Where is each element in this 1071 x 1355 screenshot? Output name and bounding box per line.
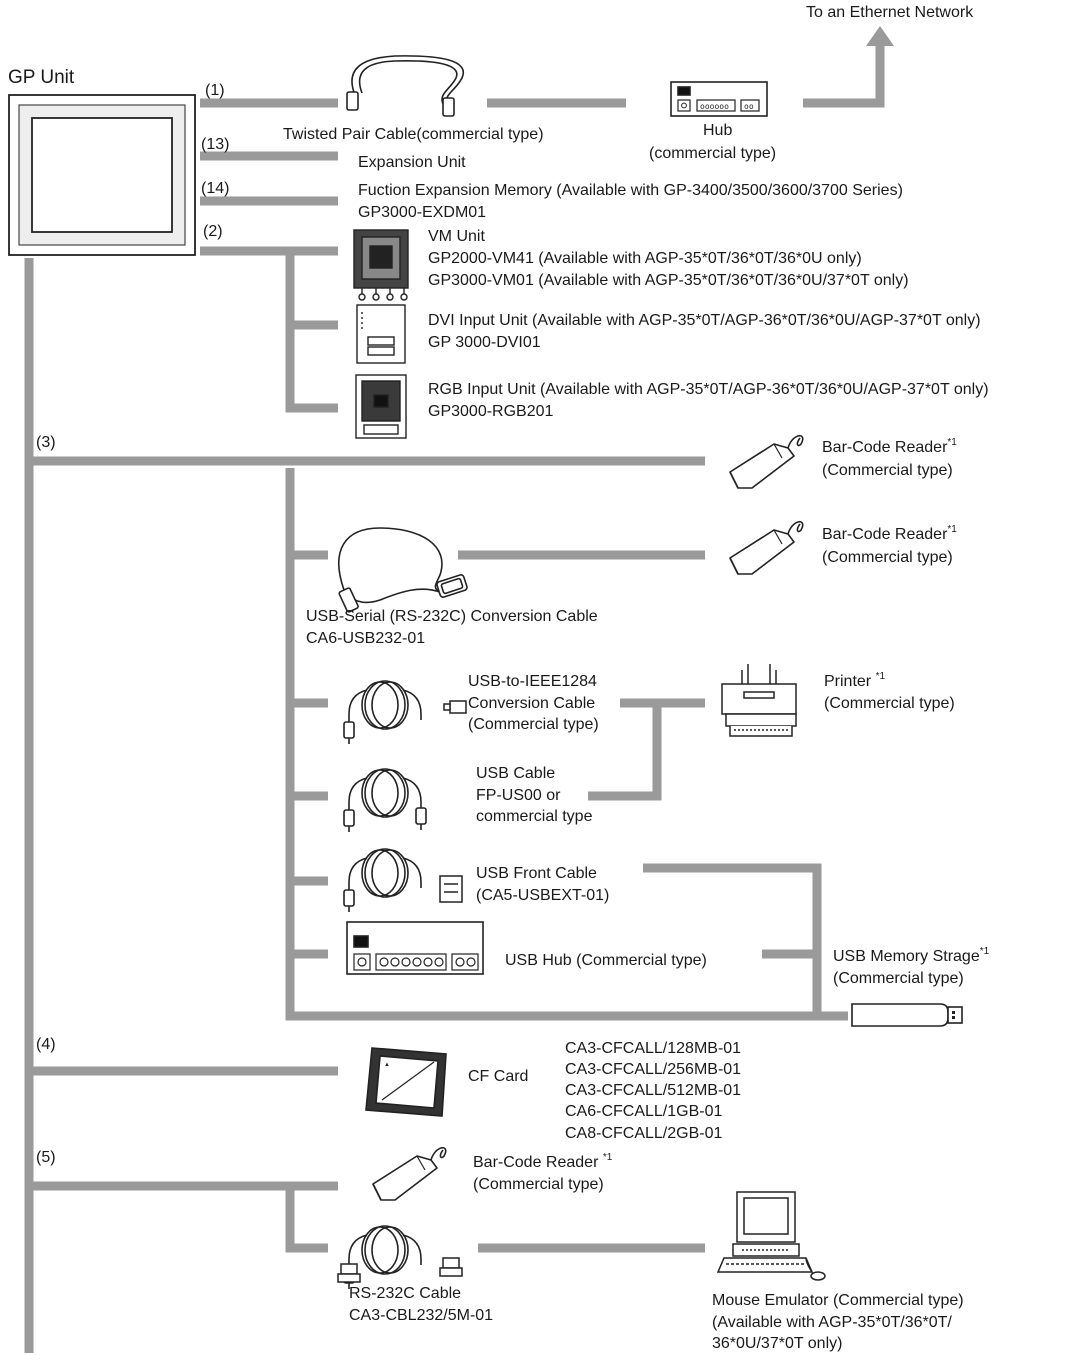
usb-cable-label: USB Cable <box>476 765 556 782</box>
expansion-unit-label: Expansion Unit <box>358 154 466 171</box>
ieee1284-label: USB-to-IEEE1284 <box>468 673 597 690</box>
bar-code-reader-type: (Commercial type) <box>822 462 953 479</box>
mouse-emulator-label: Mouse Emulator (Commercial type) <box>712 1292 964 1309</box>
bar-code-reader-type: (Commercial type) <box>473 1176 604 1193</box>
rs232c-connector-icon <box>337 1257 463 1283</box>
usb-memory-type-label: (Commercial type) <box>833 970 964 987</box>
ieee1284-type-label: (Commercial type) <box>468 716 599 733</box>
cf-model-label: CA3-CFCALL/512MB-01 <box>565 1082 742 1099</box>
ieee1284-cable-icon <box>343 680 422 745</box>
ethernet-label: To an Ethernet Network <box>806 4 974 21</box>
cf-card-icon: ▲ <box>365 1047 447 1117</box>
usb-front-cable-label: USB Front Cable <box>476 865 597 882</box>
ieee1284-connector-icon <box>443 700 467 714</box>
usb-memory-label: USB Memory Strage*1 <box>833 946 990 966</box>
hub-icon: oooooo oo <box>670 81 768 117</box>
bar-code-reader-icon <box>729 434 804 489</box>
printer-label: Printer *1 <box>824 671 886 691</box>
fem-model-label: GP3000-EXDM01 <box>358 204 487 221</box>
port-label: (2) <box>203 223 223 240</box>
usb-cable-model-label: FP-US00 or <box>476 787 561 804</box>
usb-memory-icon <box>851 1003 963 1027</box>
printer-icon <box>721 664 797 737</box>
bar-code-reader-label: Bar-Code Reader*1 <box>822 524 957 544</box>
twisted-pair-cable-icon <box>346 55 465 117</box>
cf-model-label: CA3-CFCALL/128MB-01 <box>565 1040 742 1057</box>
ethernet-arrow-icon <box>866 26 894 46</box>
bar-code-reader-label: Bar-Code Reader*1 <box>822 437 957 457</box>
usb-serial-label: USB-Serial (RS-232C) Conversion Cable <box>306 608 598 625</box>
usb-front-port-icon <box>439 875 463 903</box>
usb-hub-label: USB Hub (Commercial type) <box>505 952 707 969</box>
port-label: (4) <box>36 1036 56 1053</box>
twisted-pair-label: Twisted Pair Cable(commercial type) <box>283 126 544 143</box>
bar-code-reader-icon <box>729 520 804 575</box>
fem-label: Fuction Expansion Memory (Available with… <box>358 182 903 199</box>
dvi-unit-label: DVI Input Unit (Available with AGP-35*0T… <box>428 312 981 329</box>
hub-label: Hub <box>703 122 733 139</box>
rs232c-cable-label: RS-232C Cable <box>349 1285 462 1302</box>
vm-unit-icon <box>353 229 409 301</box>
port-label: (1) <box>205 82 225 99</box>
cf-model-label: CA3-CFCALL/256MB-01 <box>565 1061 742 1078</box>
cf-card-label: CF Card <box>468 1068 529 1085</box>
usb-cable-icon <box>343 768 422 833</box>
dvi-model-label: GP 3000-DVI01 <box>428 334 541 351</box>
ieee1284-label: Conversion Cable <box>468 695 596 712</box>
connector-lines <box>24 42 885 1353</box>
computer-icon <box>716 1191 826 1281</box>
bar-code-reader-icon <box>372 1146 447 1201</box>
vm-unit-label: VM Unit <box>428 228 485 245</box>
printer-type-label: (Commercial type) <box>824 695 955 712</box>
cf-model-label: CA8-CFCALL/2GB-01 <box>565 1125 723 1142</box>
usb-cable-type-label: commercial type <box>476 808 593 825</box>
usb-serial-cable-icon <box>338 527 468 613</box>
hub-type-label: (commercial type) <box>649 145 777 162</box>
vm-model-label: GP2000-VM41 (Available with AGP-35*0T/36… <box>428 250 862 267</box>
svg-text:▲: ▲ <box>384 1062 390 1068</box>
rgb-unit-icon <box>355 374 407 439</box>
bar-code-reader-label: Bar-Code Reader *1 <box>473 1152 613 1172</box>
mouse-emulator-note: (Available with AGP-35*0T/36*0T/ <box>712 1314 952 1331</box>
port-label: (3) <box>36 434 56 451</box>
vm-model-label: GP3000-VM01 (Available with AGP-35*0T/36… <box>428 272 909 289</box>
dvi-unit-icon <box>356 304 406 364</box>
rs232c-model-label: CA3-CBL232/5M-01 <box>349 1307 494 1324</box>
usb-plug-icon <box>415 807 427 831</box>
rgb-unit-label: RGB Input Unit (Available with AGP-35*0T… <box>428 381 989 398</box>
gp-unit-icon <box>8 94 196 256</box>
rgb-model-label: GP3000-RGB201 <box>428 403 554 420</box>
usb-front-cable-icon <box>343 848 422 913</box>
bar-code-reader-type: (Commercial type) <box>822 549 953 566</box>
page-title: GP Unit <box>8 67 75 88</box>
svg-text:oo: oo <box>744 102 754 111</box>
svg-text:oooooo: oooooo <box>700 102 729 111</box>
mouse-emulator-note: 36*0U/37*0T only) <box>712 1335 843 1352</box>
port-label: (5) <box>36 1149 56 1166</box>
port-label: (13) <box>201 136 230 153</box>
usb-serial-model-label: CA6-USB232-01 <box>306 630 426 647</box>
usb-hub-icon <box>346 921 484 975</box>
port-label: (14) <box>201 180 230 197</box>
usb-front-cable-model-label: (CA5-USBEXT-01) <box>476 887 610 904</box>
cf-model-label: CA6-CFCALL/1GB-01 <box>565 1103 723 1120</box>
